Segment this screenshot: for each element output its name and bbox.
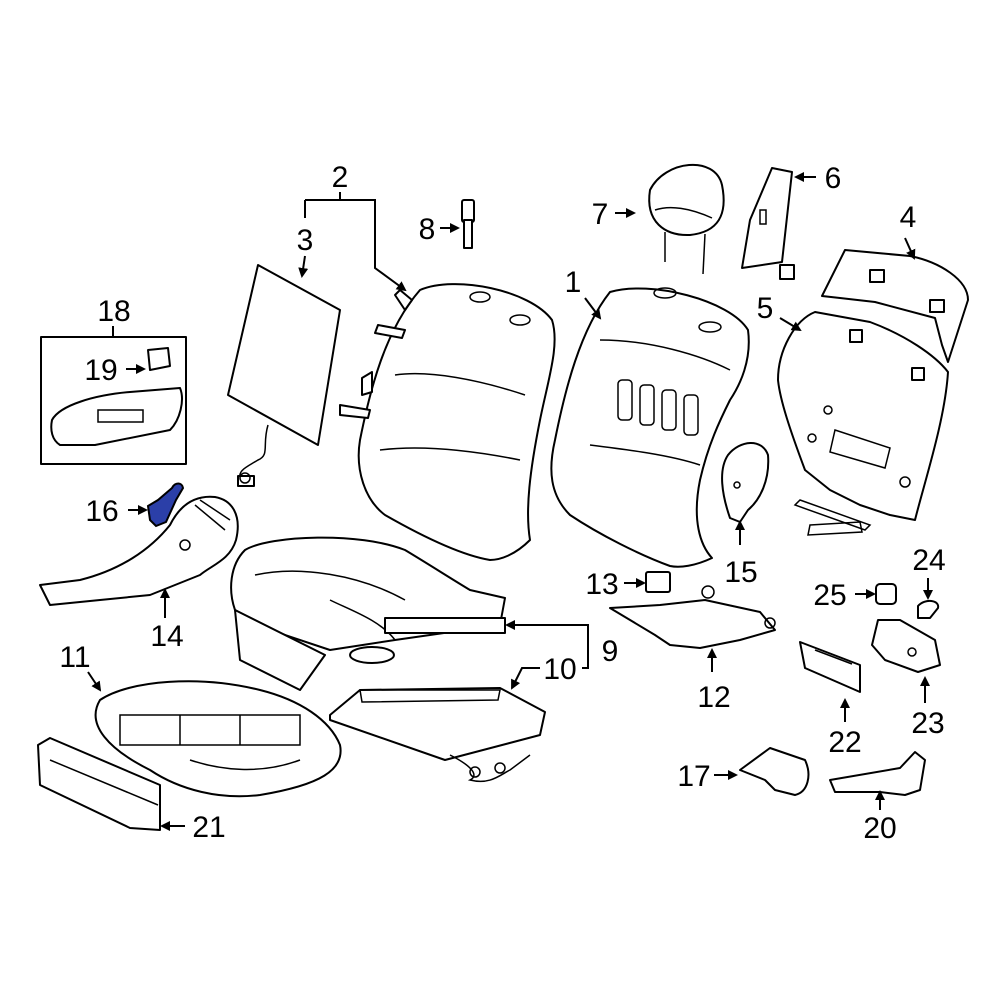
part-22-module[interactable] [799, 641, 861, 693]
callout-5: 5 [757, 292, 774, 325]
part-14-seat-shield[interactable] [39, 472, 251, 606]
part-5-back-board-lower[interactable] [777, 311, 949, 536]
part-2-seatback-cover[interactable] [339, 283, 556, 561]
callout-15: 15 [724, 556, 757, 589]
callout-12: 12 [697, 681, 730, 714]
callout-3: 3 [297, 224, 314, 257]
callout-20: 20 [863, 812, 896, 845]
part-12-bracket[interactable] [609, 585, 776, 649]
callout-11: 11 [59, 641, 90, 674]
part-8-bolt[interactable] [461, 199, 475, 249]
callout-25: 25 [813, 579, 846, 612]
part-24-knob[interactable] [917, 600, 940, 619]
callout-23: 23 [911, 707, 944, 740]
part-15-recliner-cover[interactable] [721, 442, 770, 523]
callout-22: 22 [828, 726, 861, 759]
callout-9: 9 [602, 635, 619, 668]
part-6-side-trim[interactable] [741, 167, 795, 280]
part-11-cushion-pad[interactable] [94, 680, 342, 798]
callout-24: 24 [912, 544, 945, 577]
part-17-cover[interactable] [739, 747, 810, 796]
part-16-cover-highlighted[interactable] [146, 482, 185, 528]
part-18-box[interactable] [40, 336, 187, 465]
callout-21: 21 [192, 811, 225, 844]
callout-17: 17 [677, 760, 710, 793]
part-4-back-board[interactable] [821, 249, 969, 363]
callout-18: 18 [97, 295, 130, 328]
part-20-lever[interactable] [829, 751, 926, 796]
callout-14: 14 [150, 620, 183, 653]
callout-10: 10 [543, 653, 576, 686]
callout-8: 8 [419, 213, 436, 246]
callout-numbers: 1 2 3 4 5 6 7 8 9 10 11 12 13 14 15 16 1… [59, 161, 945, 845]
leader-lines [87, 172, 933, 831]
part-9-seat-cushion[interactable] [230, 536, 506, 691]
part-13-clip[interactable] [645, 571, 671, 593]
callout-7: 7 [592, 198, 609, 231]
part-23-switch[interactable] [871, 619, 941, 673]
callout-19: 19 [84, 354, 117, 387]
callout-2: 2 [332, 161, 349, 194]
callout-16: 16 [85, 495, 118, 528]
callout-6: 6 [825, 162, 842, 195]
part-25-cap[interactable] [875, 583, 897, 605]
part-10-seat-pan[interactable] [329, 687, 546, 782]
part-7-headrest[interactable] [648, 163, 725, 275]
part-1-seatback-frame[interactable] [550, 287, 750, 568]
callout-4: 4 [900, 201, 917, 234]
callout-1: 1 [565, 266, 582, 299]
callout-13: 13 [585, 568, 618, 601]
part-3-seatback-panel[interactable] [227, 264, 341, 487]
